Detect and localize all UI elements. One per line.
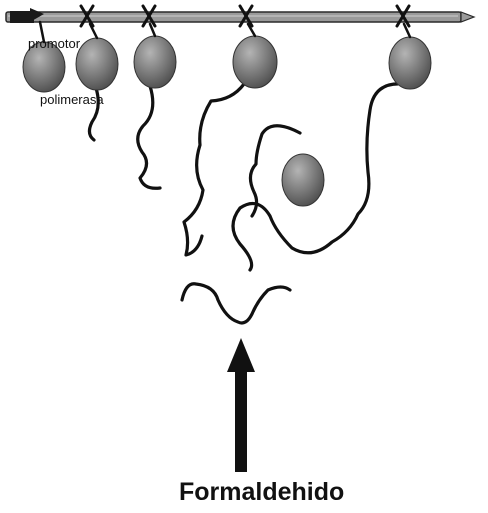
polymerase-blob xyxy=(76,38,118,90)
rna-transcripts xyxy=(89,84,402,323)
promoter-label: promotor xyxy=(28,36,81,51)
rna-transcript xyxy=(138,86,160,188)
rna-transcript xyxy=(182,284,290,323)
formaldehyde-arrow xyxy=(227,338,255,472)
rna-transcript xyxy=(184,84,244,255)
polymerase-label: polimerasa xyxy=(40,92,104,107)
polymerase-blob xyxy=(389,37,431,89)
polymerase-blob xyxy=(233,36,277,88)
polymerase-blob xyxy=(134,36,176,88)
polymerase-blob xyxy=(282,154,324,206)
formaldehyde-label: Formaldehido xyxy=(179,478,344,506)
